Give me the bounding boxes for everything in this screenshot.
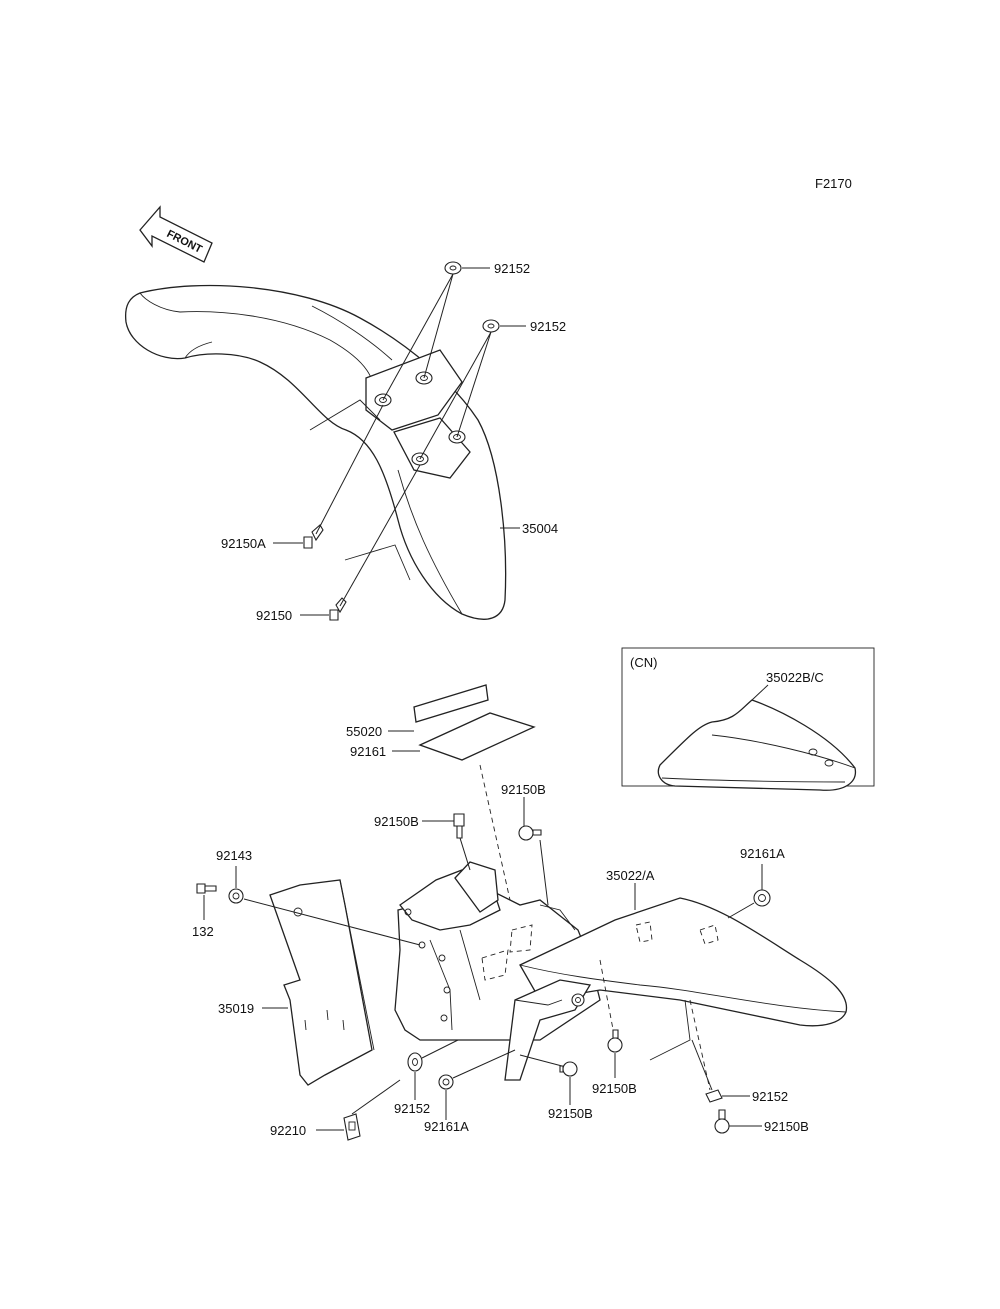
clip-92152-lower [705, 1089, 723, 1103]
bolt-92150A [303, 524, 324, 549]
washer-92152-top-a [444, 261, 462, 275]
callout-92150B-a: 92150B [374, 814, 419, 829]
callout-132: 132 [192, 924, 214, 939]
bolt-92150B-top [453, 813, 465, 839]
callout-92150B-e: 92150B [764, 1119, 809, 1134]
front-arrow-icon: FRONT [139, 205, 213, 263]
callout-92150: 92150 [256, 608, 292, 623]
grommet-92161A-bottom [438, 1074, 454, 1090]
nut-92143 [228, 888, 244, 904]
bolt-92150B-lower-right [714, 1109, 730, 1134]
callout-92150B-c: 92150B [548, 1106, 593, 1121]
callout-55020: 55020 [346, 724, 382, 739]
rear-fender-35022A [504, 897, 848, 1091]
plate-35019 [269, 879, 375, 1086]
callout-92152-a: 92152 [494, 261, 530, 276]
bolt-92150B-bottom-center [559, 1061, 578, 1077]
callout-35004: 35004 [522, 521, 558, 536]
callout-92161: 92161 [350, 744, 386, 759]
grommet-92161A-right [753, 889, 771, 907]
figure-code: F2170 [815, 176, 852, 191]
callout-92150A: 92150A [221, 536, 266, 551]
washer-92152-top-b [482, 319, 500, 333]
callout-35022A: 35022/A [606, 868, 655, 883]
callout-35022BC: 35022B/C [766, 670, 824, 685]
callout-92161A-b: 92161A [424, 1119, 469, 1134]
bolt-92150B-right-center [607, 1029, 623, 1053]
callout-92152-d: 92152 [752, 1089, 788, 1104]
pad-55020 [413, 684, 489, 723]
inset-label: (CN) [630, 655, 657, 670]
pad-92161 [418, 712, 536, 761]
callout-92143: 92143 [216, 848, 252, 863]
callout-92150B-b: 92150B [501, 782, 546, 797]
washer-92152-bottom [407, 1052, 423, 1072]
callout-92161A-a: 92161A [740, 846, 785, 861]
callout-35019: 35019 [218, 1001, 254, 1016]
callout-92152-b: 92152 [530, 319, 566, 334]
inset-cn: (CN) 35022B/C [621, 647, 875, 791]
callout-92150B-d: 92150B [592, 1081, 637, 1096]
front-fender [124, 284, 507, 620]
bolt-92150B-upper [518, 825, 542, 841]
nut-92210 [343, 1113, 361, 1141]
callout-92152-c: 92152 [394, 1101, 430, 1116]
bolt-132 [196, 883, 217, 894]
rear-fender-tray [394, 861, 601, 1041]
callout-92210: 92210 [270, 1123, 306, 1138]
bolt-92150 [329, 597, 347, 621]
